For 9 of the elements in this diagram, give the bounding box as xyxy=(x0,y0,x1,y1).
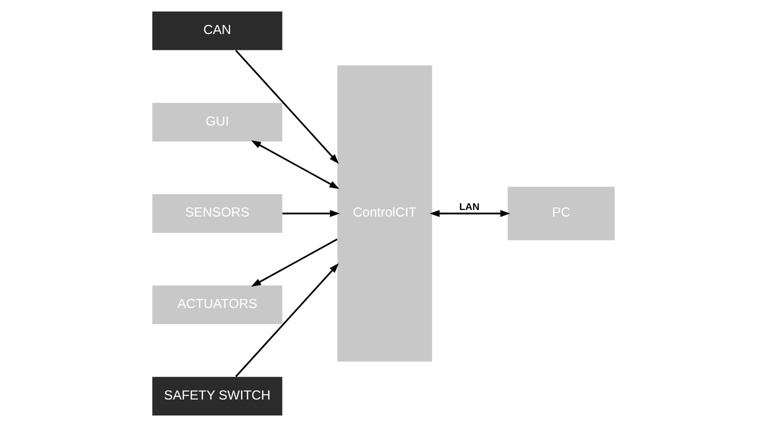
arrow xyxy=(251,140,340,189)
edge-label: LAN xyxy=(459,202,480,213)
node-box: SAFETY SWITCH xyxy=(152,376,282,416)
arrow xyxy=(282,210,340,217)
arrow xyxy=(235,263,339,378)
arrow xyxy=(251,238,338,287)
arrow xyxy=(235,50,339,164)
node-box: CAN xyxy=(152,12,282,50)
arrow xyxy=(430,210,510,217)
